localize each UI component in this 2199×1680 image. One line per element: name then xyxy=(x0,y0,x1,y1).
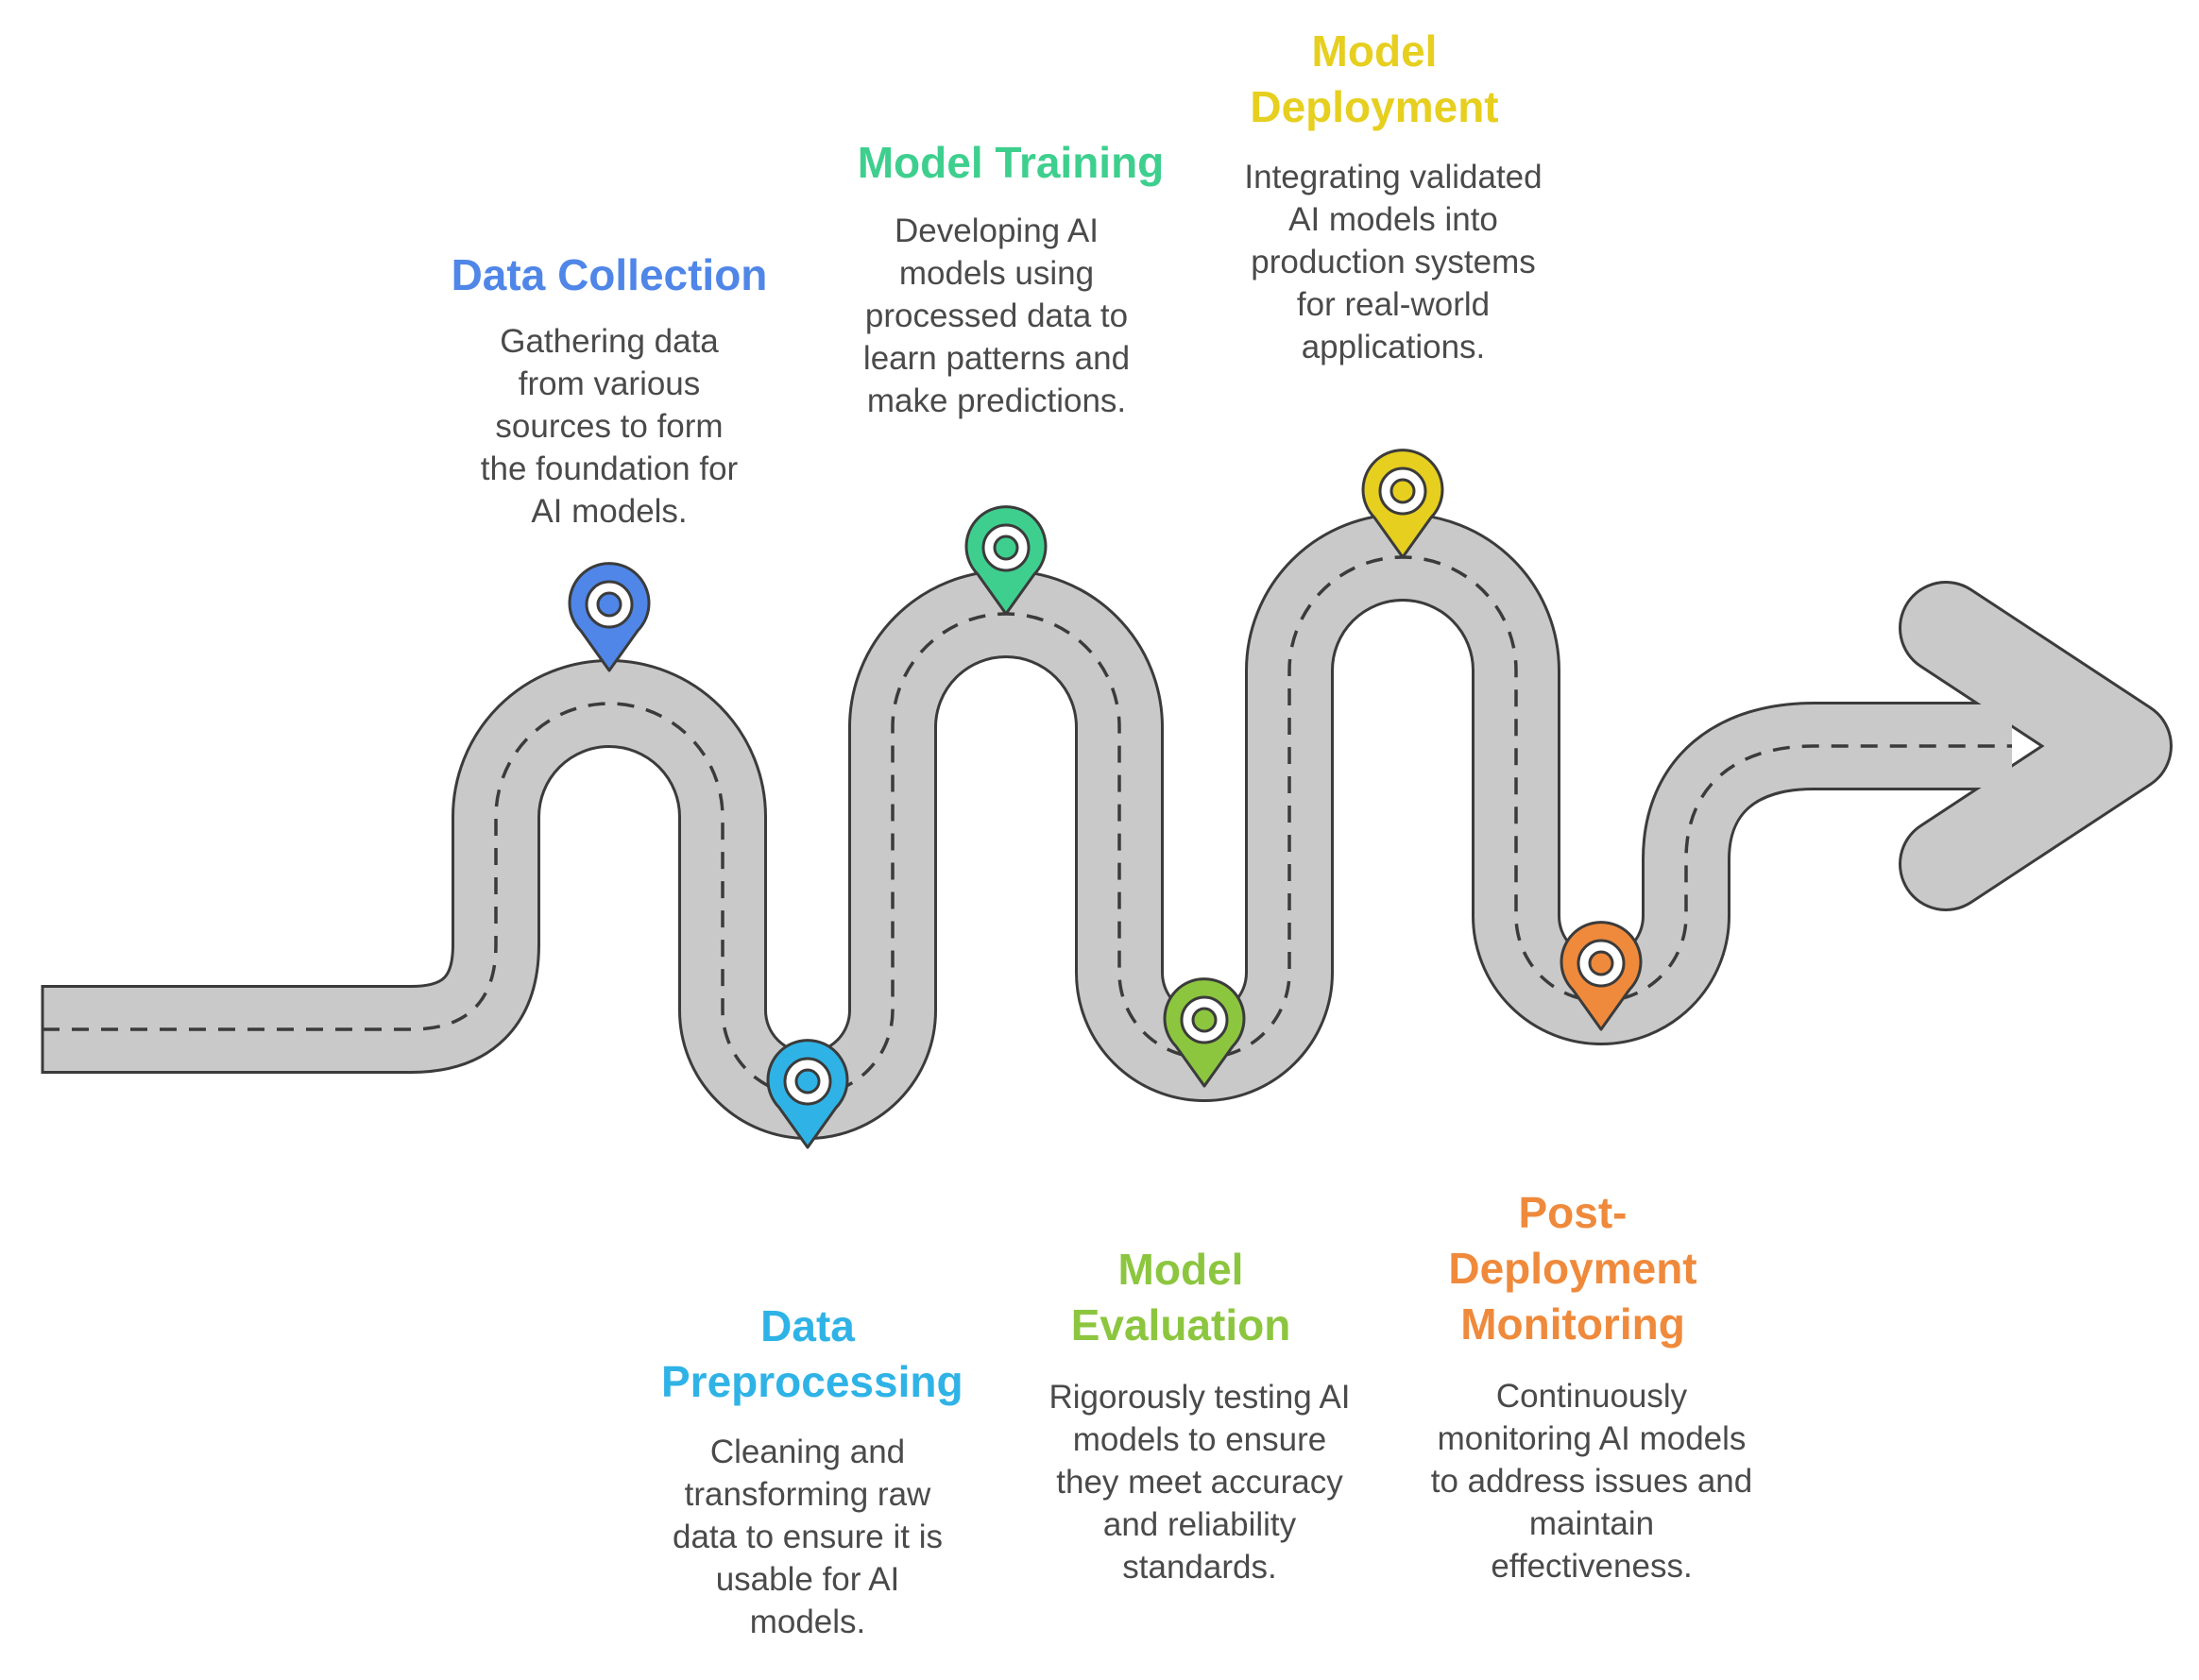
step-title: Data Collection xyxy=(451,250,768,299)
road-fill xyxy=(43,516,2012,1137)
pin-center xyxy=(1389,478,1416,504)
pin-data-collection-icon xyxy=(568,562,651,672)
step-data-preprocessing: Data Preprocessing Cleaning and transfor… xyxy=(642,1298,973,1643)
milestone-pins xyxy=(568,449,1643,1149)
step-title: Model Deployment xyxy=(1250,26,1499,131)
pin-post-deployment-monitoring-icon xyxy=(1560,921,1643,1031)
step-model-evaluation: Model Evaluation Rigorously testing AI m… xyxy=(1030,1242,1370,1588)
step-model-training: Model Training Developing AI models usin… xyxy=(822,135,1200,422)
step-post-deployment-monitoring: Post-Deployment Monitoring Continuously … xyxy=(1422,1185,1762,1587)
step-description: Cleaning and transforming raw data to en… xyxy=(673,1434,943,1640)
road-path-group xyxy=(41,513,2173,1140)
arrow-head-fill xyxy=(1901,584,2170,908)
step-title: Model Evaluation xyxy=(1070,1245,1291,1349)
step-title: Data Preprocessing xyxy=(661,1301,963,1406)
step-description: Rigorously testing AI models to ensure t… xyxy=(1048,1379,1351,1586)
step-description: Developing AI models using processed dat… xyxy=(862,212,1131,419)
pin-center xyxy=(596,591,622,618)
pin-data-preprocessing-icon xyxy=(766,1039,849,1149)
step-description: Integrating validated AI models into pro… xyxy=(1244,159,1543,365)
step-description: Continuously monitoring AI models to add… xyxy=(1430,1378,1753,1585)
pin-model-training-icon xyxy=(964,505,1048,616)
pin-model-evaluation-icon xyxy=(1163,977,1246,1088)
road-center-dashes xyxy=(43,555,2012,1097)
step-title: Post-Deployment Monitoring xyxy=(1448,1188,1697,1349)
step-description: Gathering data from various sources to f… xyxy=(480,323,739,530)
pin-center xyxy=(794,1068,821,1095)
step-model-deployment: Model Deployment Integrating validated A… xyxy=(1223,24,1563,368)
pin-center xyxy=(1588,950,1614,976)
pin-center xyxy=(1191,1007,1218,1033)
step-data-collection: Data Collection Gathering data from vari… xyxy=(420,247,798,533)
pin-model-deployment-icon xyxy=(1361,449,1444,559)
pin-center xyxy=(993,535,1019,561)
step-title: Model Training xyxy=(857,138,1165,187)
